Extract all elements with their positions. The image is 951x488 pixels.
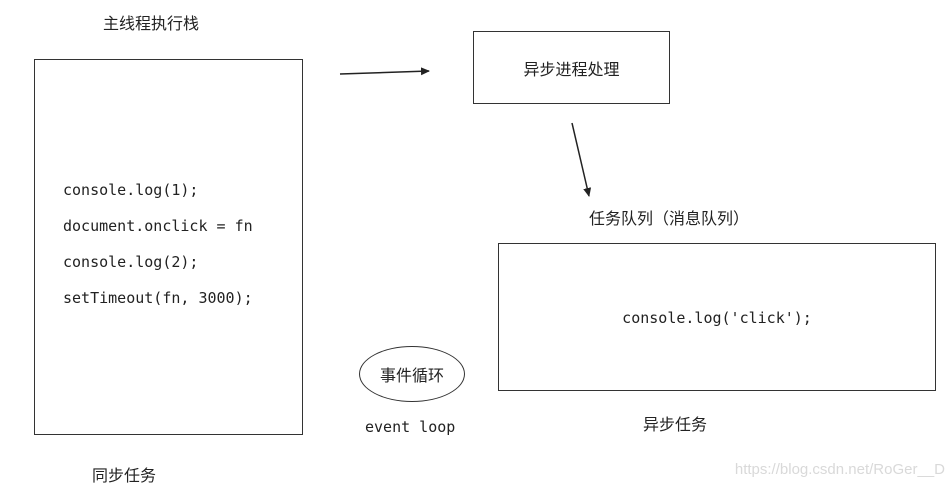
event-loop-ellipse: 事件循环 (359, 346, 465, 402)
async-process-label: 异步进程处理 (523, 60, 620, 79)
arrow-stack-to-async (339, 67, 430, 76)
watermark: https://blog.csdn.net/RoGer__D (734, 461, 945, 478)
event-loop-caption: event loop (365, 418, 456, 436)
async-process-box: 异步进程处理 (473, 31, 670, 104)
event-loop-label: 事件循环 (379, 366, 444, 385)
task-queue-box: console.log('click'); (498, 243, 936, 391)
arrow-async-to-queue (571, 122, 592, 197)
code-line: setTimeout(fn, 3000); (63, 289, 253, 307)
async-tasks-caption: 异步任务 (643, 415, 708, 434)
queued-callback: console.log('click'); (622, 309, 812, 327)
main-stack-box: console.log(1); document.onclick = fn co… (34, 59, 303, 435)
sync-tasks-caption: 同步任务 (92, 466, 157, 485)
code-line: console.log(2); (63, 253, 199, 271)
code-line: console.log(1); (63, 181, 199, 199)
task-queue-title: 任务队列（消息队列） (589, 209, 750, 228)
code-line: document.onclick = fn (63, 217, 253, 235)
main-stack-title: 主线程执行栈 (103, 14, 200, 33)
